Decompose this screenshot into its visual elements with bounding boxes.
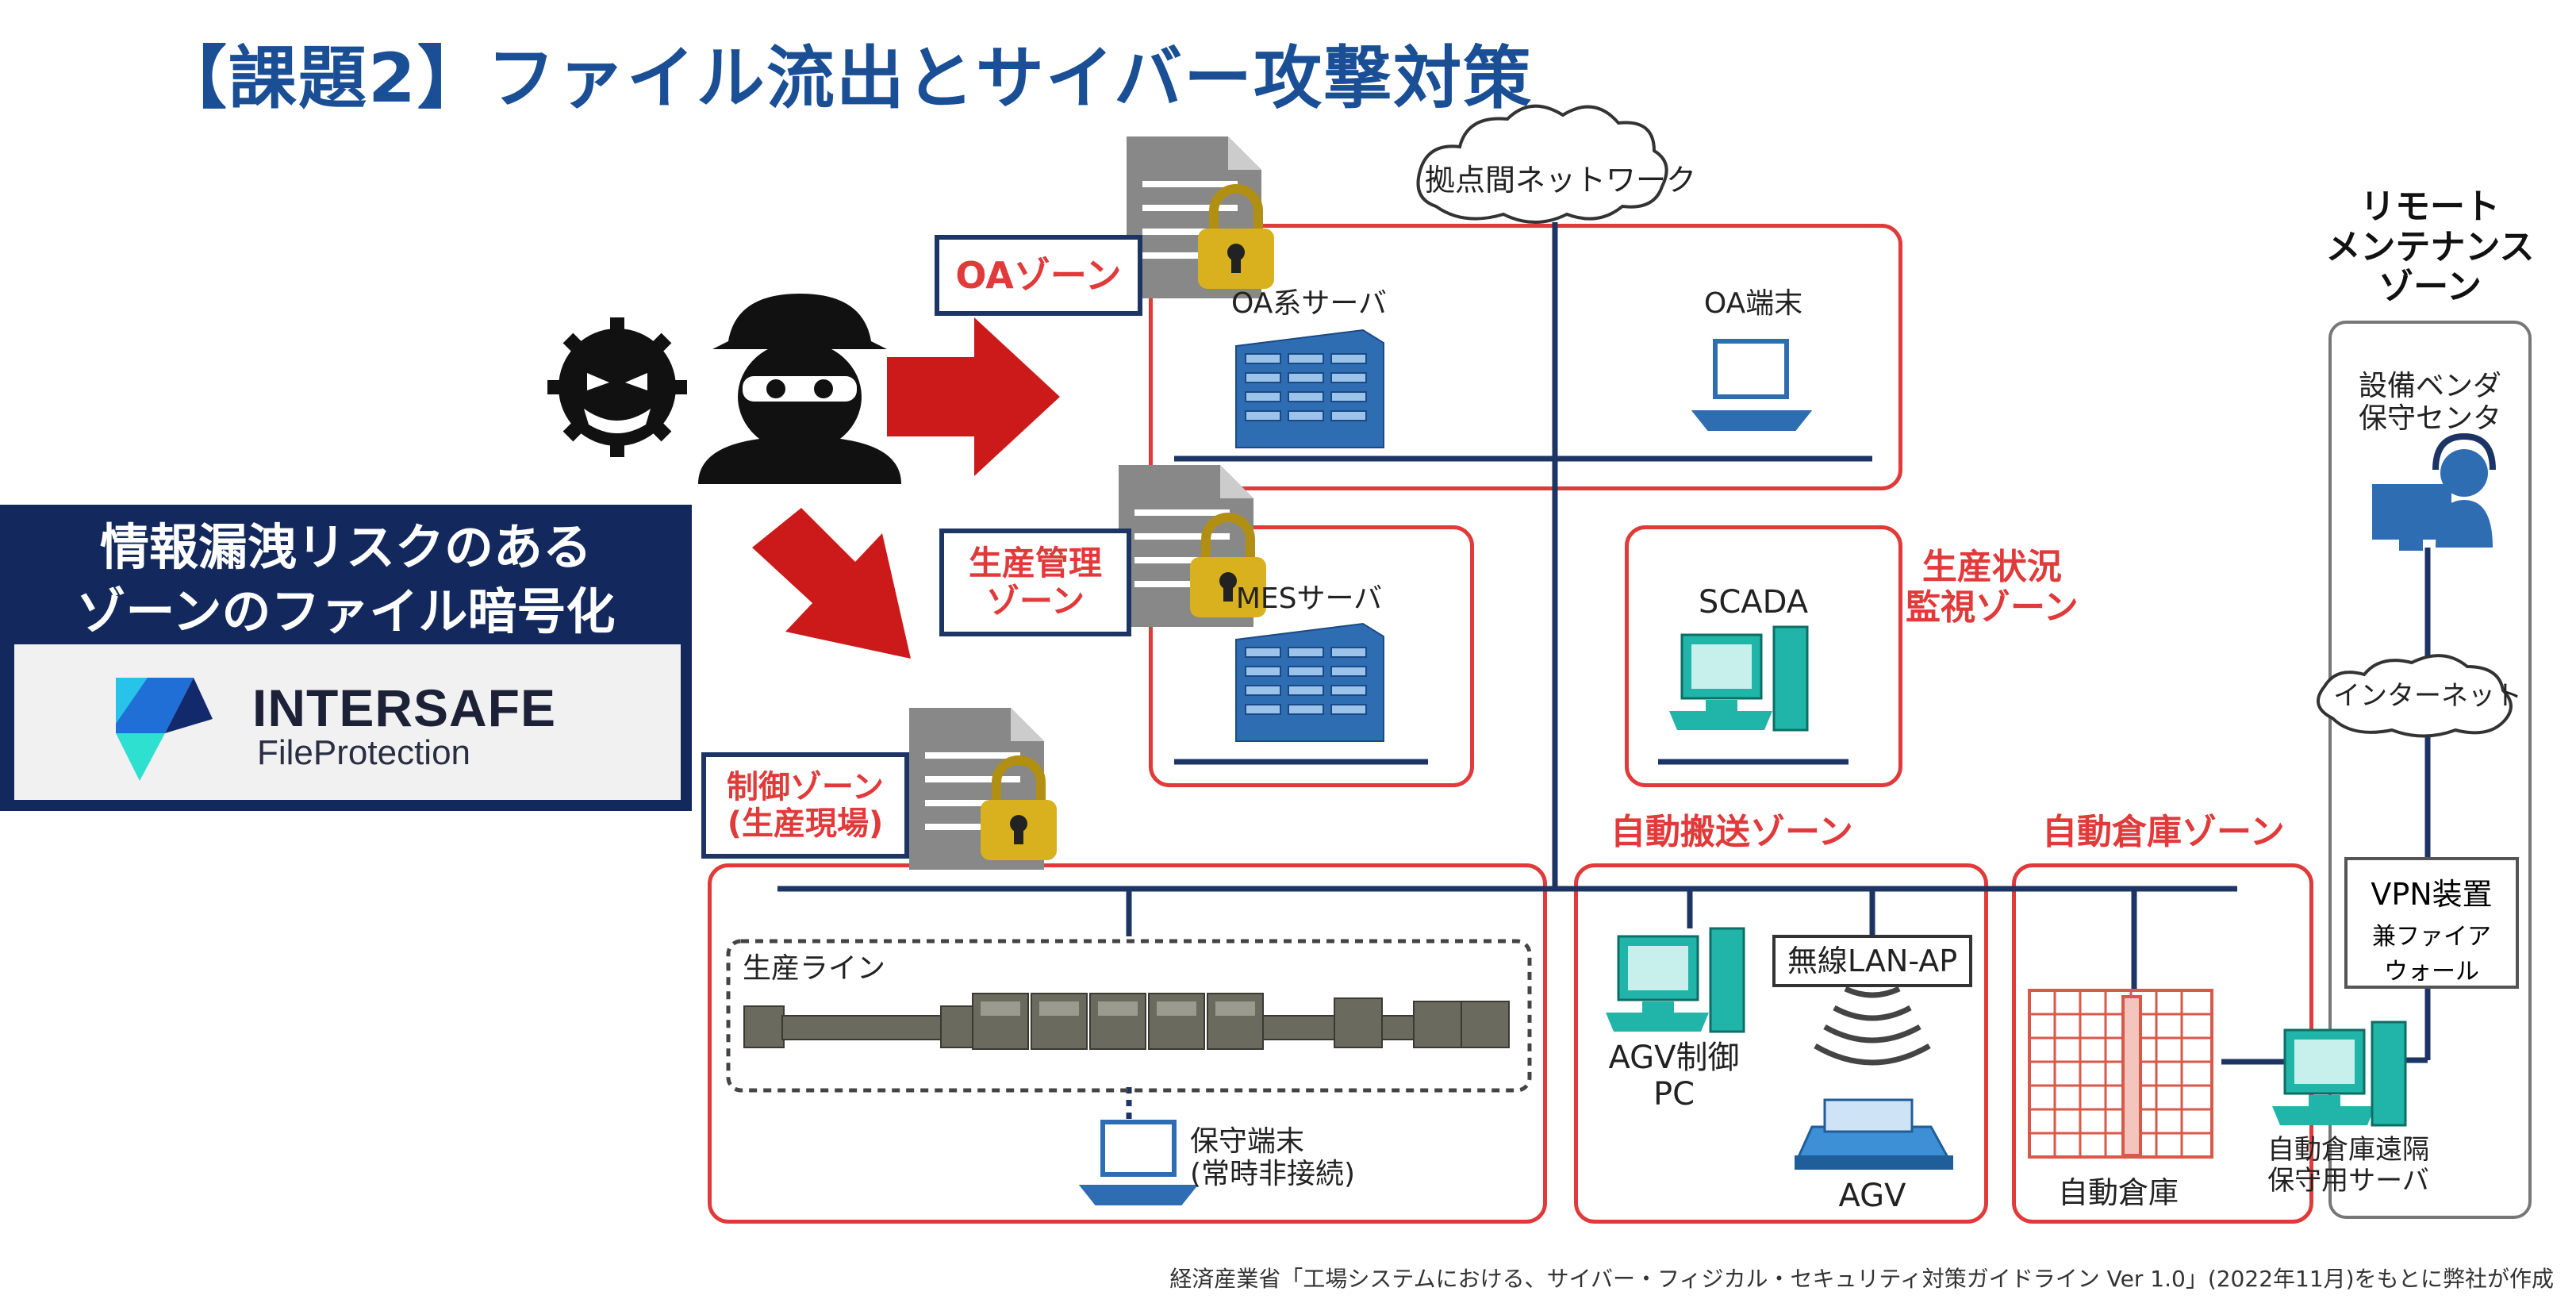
intersafe-mark-icon bbox=[116, 678, 213, 781]
remote-zone-box bbox=[2328, 321, 2532, 1219]
encrypted-file-icon bbox=[1119, 465, 1266, 627]
scada-label: SCADA bbox=[1698, 584, 1809, 621]
remote-zone-label: リモート メンテナンス ゾーン bbox=[2325, 186, 2535, 308]
scada-pc-icon bbox=[1669, 625, 1809, 732]
oa-terminal-label: OA端末 bbox=[1703, 287, 1803, 320]
agv-zone-label: 自動搬送ゾーン bbox=[1610, 812, 1853, 852]
agv-vehicle-icon bbox=[1795, 1098, 1953, 1170]
maintenance-laptop-icon bbox=[1078, 1120, 1199, 1205]
network-lines bbox=[777, 222, 2431, 1119]
network-label: 拠点間ネットワーク bbox=[1425, 163, 1697, 198]
encrypted-file-icon bbox=[909, 708, 1057, 870]
vendor-center-label: 設備ベンダ 保守センタ bbox=[2358, 370, 2501, 436]
warehouse-server-label: 自動倉庫遠隔 保守用サーバ bbox=[2267, 1134, 2429, 1197]
production-monitor-zone-label: 生産状況 監視ゾーン bbox=[1906, 547, 2079, 628]
wireless-ap-label: 無線LAN-AP bbox=[1787, 944, 1958, 978]
encryption-banner: 情報漏洩リスクのある ゾーンのファイル暗号化 INTERSAFE FilePro… bbox=[0, 505, 692, 811]
warehouse-server-icon bbox=[2272, 1020, 2407, 1127]
agv-pc-label: AGV制御 PC bbox=[1608, 1040, 1740, 1113]
automated-warehouse-icon bbox=[2028, 989, 2213, 1159]
agv-label: AGV bbox=[1838, 1178, 1906, 1214]
page-title: 【課題2】ファイル流出とサイバー攻撃対策 bbox=[159, 39, 1534, 118]
oa-server-label: OA系サーバ bbox=[1231, 287, 1387, 320]
hacker-icon bbox=[698, 294, 901, 484]
maintenance-terminal-label: 保守端末 (常時非接続) bbox=[1190, 1125, 1356, 1191]
intersafe-logo: INTERSAFE FileProtection bbox=[14, 644, 681, 800]
mes-server-icon bbox=[1235, 622, 1384, 742]
production-mgmt-zone-box bbox=[1149, 525, 1474, 787]
agv-zone-box bbox=[1574, 863, 1988, 1224]
warehouse-label: 自動倉庫 bbox=[2057, 1175, 2179, 1210]
production-line-frame bbox=[726, 939, 1532, 1093]
production-line-label: 生産ライン bbox=[743, 952, 886, 985]
network-cloud-icon bbox=[1416, 104, 1668, 224]
oa-terminal-icon bbox=[1691, 339, 1813, 431]
internet-cloud-icon bbox=[2317, 654, 2513, 738]
internet-label: インターネット bbox=[2333, 680, 2522, 712]
oa-zone-box bbox=[1149, 224, 1902, 490]
production-monitor-zone-box bbox=[1625, 525, 1902, 787]
vpn-firewall-box: VPN装置 兼ファイア ウォール bbox=[2344, 857, 2519, 989]
control-zone-label: 制御ゾーン (生産現場) bbox=[701, 752, 909, 859]
wireless-ap-box bbox=[1772, 935, 1972, 987]
source-note: 経済産業省「工場システムにおける、サイバー・フィジカル・セキュリティ対策ガイドラ… bbox=[1169, 1266, 2554, 1292]
production-mgmt-zone-label: 生産管理 ゾーン bbox=[939, 529, 1131, 636]
oa-server-icon bbox=[1235, 329, 1384, 448]
support-operator-icon bbox=[2372, 432, 2496, 551]
virus-icon bbox=[547, 317, 687, 457]
attack-arrows bbox=[752, 317, 1060, 659]
encrypted-file-icon bbox=[1127, 136, 1274, 298]
banner-title: 情報漏洩リスクのある ゾーンのファイル暗号化 bbox=[76, 518, 616, 640]
agv-control-pc-icon bbox=[1606, 927, 1745, 1033]
production-line-highlights bbox=[981, 1001, 1255, 1016]
mes-server-label: MESサーバ bbox=[1235, 582, 1383, 615]
wifi-icon bbox=[1814, 986, 1931, 1066]
arrow-right-icon bbox=[887, 317, 1060, 476]
arrow-down-right-icon bbox=[752, 508, 911, 659]
control-zone-box bbox=[708, 863, 1547, 1224]
warehouse-zone-label: 自動倉庫ゾーン bbox=[2042, 812, 2285, 852]
oa-zone-label: OAゾーン bbox=[935, 235, 1142, 316]
